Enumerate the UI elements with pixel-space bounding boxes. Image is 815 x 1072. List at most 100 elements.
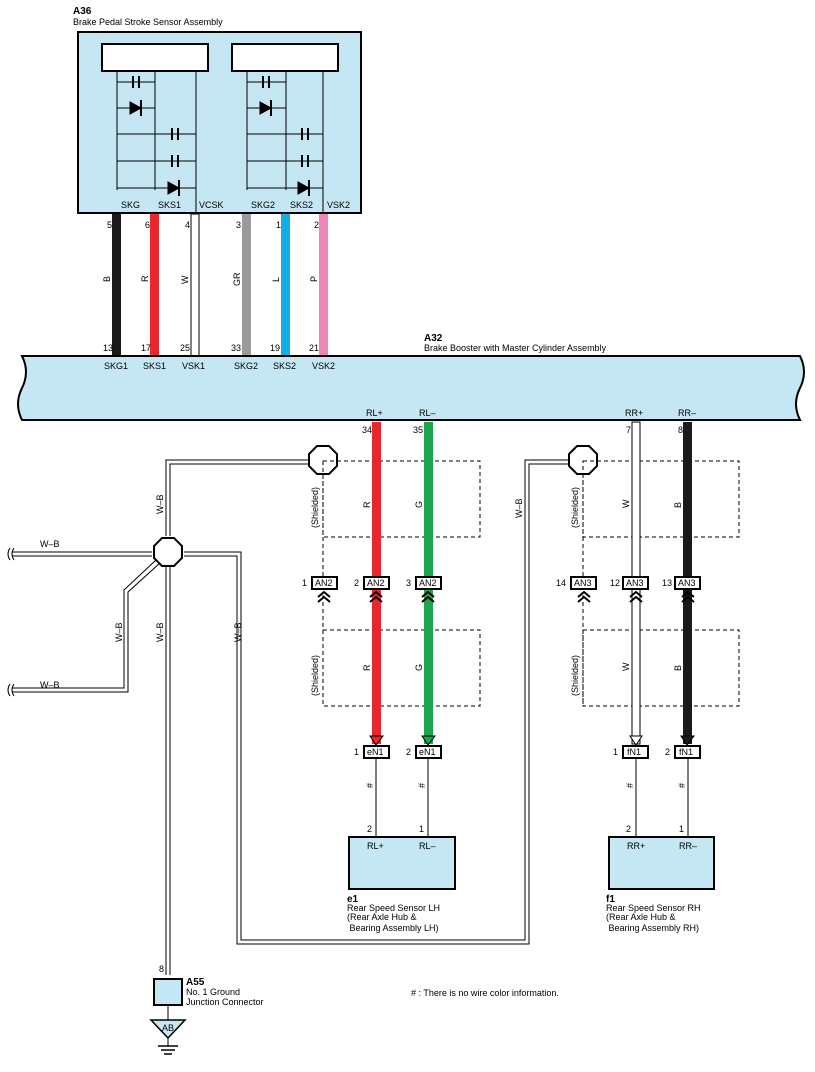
connector-pin-number: 1 <box>613 747 618 757</box>
connector-en1: eN1 1 eN1 2 <box>354 745 442 759</box>
connector-an3: AN3 14 AN3 12 AN3 13 <box>556 576 701 590</box>
a36-pin-number: 1 <box>276 220 281 230</box>
wire-color-label: # <box>677 783 687 788</box>
sensor-name-line: Bearing Assembly LH) <box>347 923 439 933</box>
shield-junction-e1 <box>308 445 338 475</box>
a32-pin-number: 13 <box>103 343 113 353</box>
a32-code: A32 <box>424 333 443 344</box>
junction-name-line: Junction Connector <box>186 997 264 1007</box>
connector-pin-number: 3 <box>406 578 411 588</box>
sensor-pin-number: 2 <box>626 824 631 834</box>
wire-color-label: W–B <box>40 680 60 690</box>
a32-bottom-pin-labels: RL+ RL– RR+ RR– <box>366 408 696 418</box>
connector-pin-number: 13 <box>662 578 672 588</box>
shielded-label: (Shielded) <box>310 655 320 696</box>
sensor-pin-label: RR+ <box>627 841 645 851</box>
a36-pin-vcsk: VCSK <box>199 200 224 210</box>
wire-vcsk <box>190 213 200 357</box>
wire-color-label: R <box>140 275 150 282</box>
a32-pin-rr-plus: RR+ <box>625 408 643 418</box>
a36-pin-skg: SKG <box>121 200 140 210</box>
connector-label: AN2 <box>419 578 437 588</box>
top-wires <box>112 213 328 357</box>
connector-label: AN2 <box>315 578 333 588</box>
a36-internal-circuit-left <box>101 43 209 215</box>
a32-pin-sks2: SKS2 <box>273 361 296 371</box>
shielded-label: (Shielded) <box>310 487 320 528</box>
sensor-leads <box>375 758 689 836</box>
sensor-code: f1 <box>606 894 615 905</box>
a32-pin-number: 33 <box>231 343 241 353</box>
wire-color-label: W–B <box>155 494 165 514</box>
junction-code: A55 <box>186 977 205 988</box>
connector-label: fN1 <box>679 747 693 757</box>
connector-pin-number: 14 <box>556 578 566 588</box>
wire-sks1 <box>150 214 159 356</box>
sensor-name-line: Rear Speed Sensor LH <box>347 903 440 913</box>
harness-breaks <box>7 547 15 697</box>
a36-pin-number: 4 <box>185 220 190 230</box>
shielded-label: (Shielded) <box>570 487 580 528</box>
junction-name-line: No. 1 Ground <box>186 987 240 997</box>
a36-pin-number: 3 <box>236 220 241 230</box>
wire-color-label: W <box>180 275 190 284</box>
a32-pin-number: 19 <box>270 343 280 353</box>
a32-top-pin-numbers: 13 17 25 33 19 21 <box>103 343 319 353</box>
a36-pin-labels: SKG SKS1 VCSK SKG2 SKS2 VSK2 <box>121 200 350 210</box>
a32-pin-number: 8 <box>678 425 683 435</box>
a36-name: Brake Pedal Stroke Sensor Assembly <box>73 17 223 27</box>
a32-pin-number: 35 <box>413 425 423 435</box>
a32-name: Brake Booster with Master Cylinder Assem… <box>424 343 607 353</box>
wire-arrowheads <box>369 735 696 746</box>
a32-pin-number: 34 <box>362 425 372 435</box>
a32-pin-rr-minus: RR– <box>678 408 696 418</box>
sensor-name-line: (Rear Axle Hub & <box>606 912 676 922</box>
wire-skg <box>112 214 121 356</box>
a32-pin-skg2: SKG2 <box>234 361 258 371</box>
a32-pin-vsk1: VSK1 <box>182 361 205 371</box>
a32-pin-number: 7 <box>626 425 631 435</box>
wire-color-label: # <box>625 783 635 788</box>
sensor-pin-label: RR– <box>679 841 697 851</box>
sensor-pin-number: 1 <box>419 824 424 834</box>
a32-pin-vsk2: VSK2 <box>312 361 335 371</box>
a36-code: A36 <box>73 6 92 17</box>
ground-harness <box>12 459 569 975</box>
connector-label: eN1 <box>419 747 436 757</box>
wire-color-label: B <box>102 276 112 282</box>
shield-labels: (Shielded) (Shielded) (Shielded) (Shield… <box>310 487 580 696</box>
wire-color-label: L <box>271 277 281 282</box>
connector-label: AN3 <box>626 578 644 588</box>
wire-color-label: # <box>365 783 375 788</box>
a36-pin-sks1: SKS1 <box>158 200 181 210</box>
wire-color-label: W–B <box>514 498 524 518</box>
wire-color-label: R <box>362 664 372 671</box>
ground-label: AB <box>162 1023 174 1033</box>
connector-fn1: fN1 1 fN1 2 <box>613 745 701 759</box>
wire-color-label: W–B <box>233 622 243 642</box>
a32-bottom-pin-numbers: 34 35 7 8 <box>362 425 683 435</box>
sensor-pin-label: RL+ <box>367 841 384 851</box>
wire-color-label: W <box>621 499 631 508</box>
sensor-code: e1 <box>347 894 359 905</box>
a36-pin-skg2: SKG2 <box>251 200 275 210</box>
junction-pin-number: 8 <box>159 964 164 974</box>
wire-color-label: G <box>414 664 424 671</box>
ground-symbol: AB <box>149 1005 187 1055</box>
connector-an2: AN2 1 AN2 2 AN2 3 <box>302 576 442 590</box>
wire-color-label: # <box>417 783 427 788</box>
connector-label: eN1 <box>367 747 384 757</box>
shielded-label: (Shielded) <box>570 655 580 696</box>
sensor-name-line: Bearing Assembly RH) <box>606 923 699 933</box>
ground-wire-labels: W–B W–B W–B W–B W–B W–B W–B <box>40 494 524 690</box>
a32-top-pin-labels: SKG1 SKS1 VSK1 SKG2 SKS2 VSK2 <box>104 361 335 371</box>
connector-label: AN3 <box>678 578 696 588</box>
a32-pin-skg1: SKG1 <box>104 361 128 371</box>
a36-pin-numbers: 5 6 4 3 1 2 <box>107 220 319 230</box>
wire-sks2 <box>281 214 290 356</box>
shield-junction-f1 <box>568 445 598 475</box>
a36-pin-number: 2 <box>314 220 319 230</box>
connector-label: fN1 <box>627 747 641 757</box>
a32-pin-number: 25 <box>180 343 190 353</box>
a36-pin-number: 5 <box>107 220 112 230</box>
